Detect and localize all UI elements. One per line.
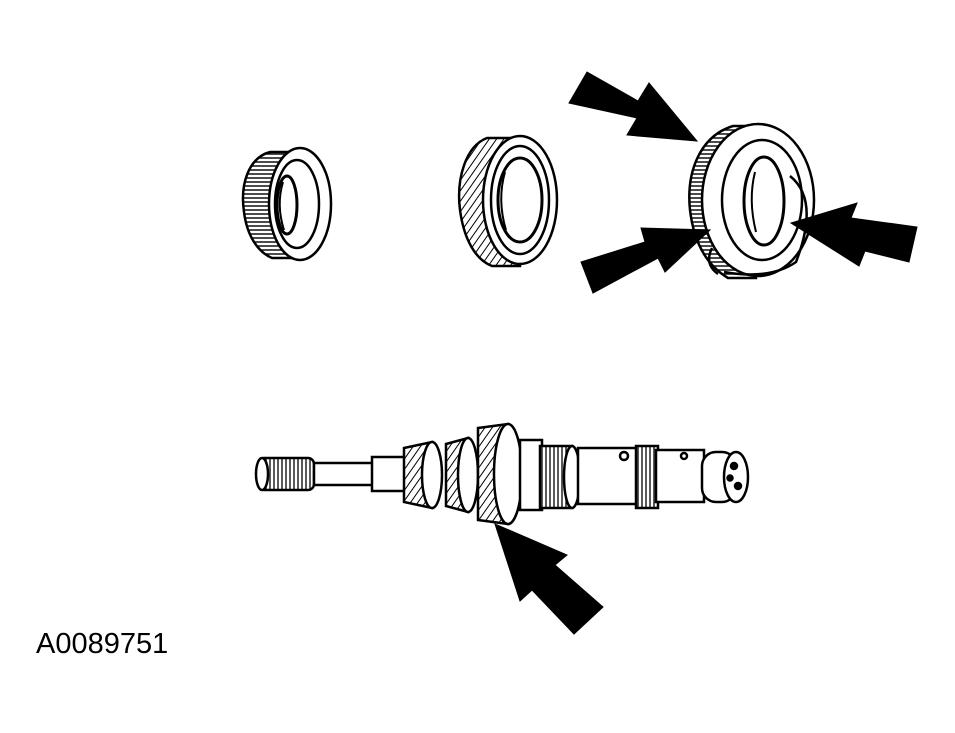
figure-id-label: A0089751 — [36, 628, 169, 660]
arrow-top — [568, 71, 699, 142]
synchronizer-ring-highlighted — [688, 122, 816, 280]
gear-ring — [457, 134, 559, 268]
arrow-bottom — [494, 523, 604, 635]
synchronizer-blocker-ring — [241, 146, 333, 262]
mainshaft-gear-assembly — [254, 422, 750, 526]
arrow-lower-left — [580, 227, 712, 294]
arrow-right — [789, 202, 918, 267]
pointer-arrows — [494, 71, 918, 635]
